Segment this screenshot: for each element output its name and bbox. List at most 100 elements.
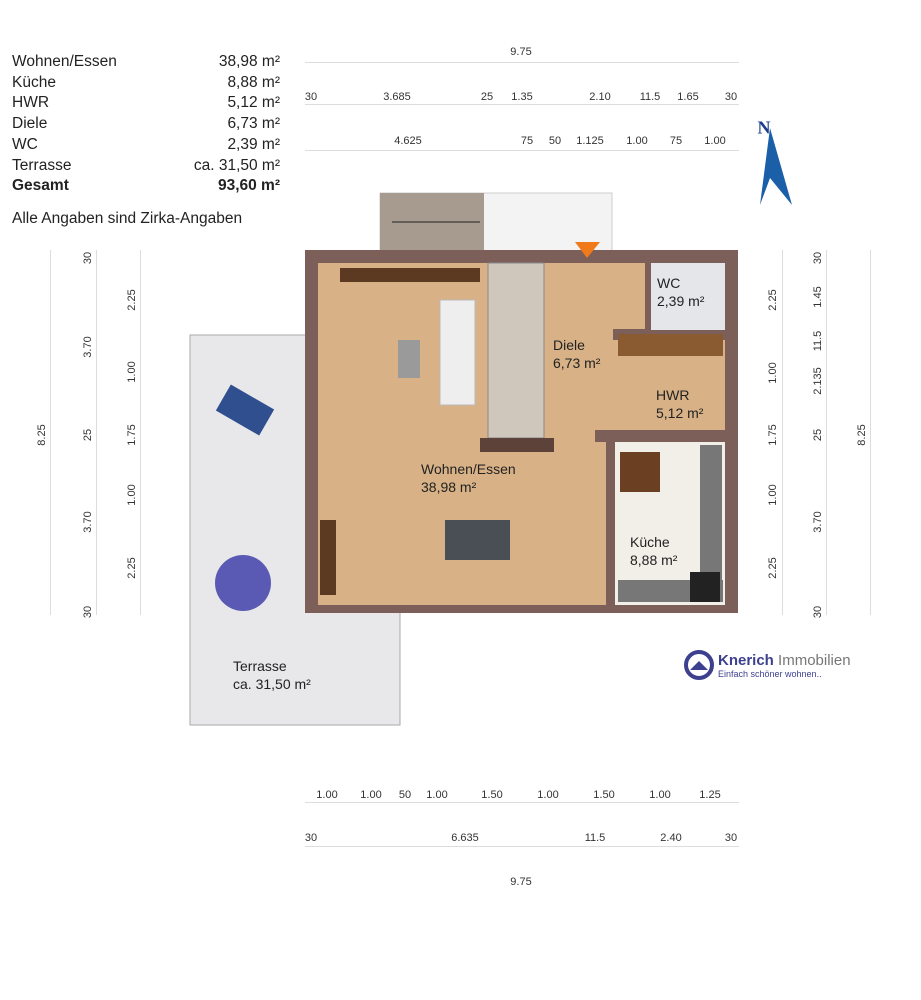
room-label-wohnen: Wohnen/Essen 38,98 m² [421,460,516,496]
room-area: ca. 31,50 m² [233,676,311,692]
disclaimer-note: Alle Angaben sind Zirka-Angaben [12,210,243,227]
area-row: Terrasse ca. 31,50 m² [12,156,280,177]
dim-label: 9.75 [510,46,532,58]
dim-label: 1.65 [677,91,699,103]
dim-label: 30 [304,832,318,844]
dim-line [782,250,783,615]
area-value: 2,39 m² [227,135,280,153]
dim-label: 1.50 [481,789,503,801]
room-label-terrasse: Terrasse ca. 31,50 m² [233,657,311,693]
area-name: Diele [12,115,48,133]
area-value: 38,98 m² [218,53,280,70]
room-label-hwr: HWR 5,12 m² [656,386,703,422]
sofa [439,299,476,406]
dim-label: 1.35 [511,91,533,103]
room-label-kueche: Küche 8,88 m² [630,533,677,569]
wc-floor [650,263,725,331]
room-area: 2,39 m² [657,293,705,309]
dim-label: 2.10 [589,91,611,103]
area-name: Terrasse [12,156,72,174]
area-row: Diele 6,73 m² [12,114,280,135]
dim-line [96,250,97,615]
compass-north-label: N [757,117,771,138]
dim-line [870,250,871,615]
coffee-table [398,340,420,378]
room-area: 38,98 m² [421,479,477,495]
room-name: Diele [553,337,585,353]
dim-line [305,802,739,803]
dim-line [305,62,739,63]
room-area: 6,73 m² [553,355,601,371]
kitchen-counter [700,445,722,600]
wall [595,430,725,442]
area-name: WC [12,135,38,153]
logo-suffix: Immobilien [778,651,851,669]
dim-label: 1.00 [360,789,382,801]
total-name: Gesamt [12,177,69,195]
dim-label: 1.25 [699,789,721,801]
dim-label: 4.625 [394,135,422,147]
dim-line [140,250,141,615]
dim-label: 30 [304,91,318,103]
shelf [320,520,336,595]
sunbed [215,384,275,436]
dim-label: 2.40 [660,832,682,844]
dim-label: 30 [724,832,738,844]
dim-label: 1.00 [649,789,671,801]
dim-label: 50 [398,789,412,801]
dim-label: 25 [480,91,494,103]
dim-line [826,250,827,615]
dim-label: 1.00 [426,789,448,801]
area-name: HWR [12,94,50,112]
room-label-wc: WC 2,39 m² [657,274,704,310]
dim-label: 1.00 [704,135,726,147]
room-label-diele: Diele 6,73 m² [553,336,600,372]
dim-label: 75 [669,135,683,147]
dim-line [305,846,739,847]
dim-label: 1.00 [626,135,648,147]
compass-icon [760,128,792,205]
room-area: 8,88 m² [630,552,678,568]
dim-line [305,104,739,105]
room-name: HWR [656,387,690,403]
area-name: Wohnen/Essen [12,53,117,70]
area-value: 8,88 m² [227,73,280,91]
dim-label: 11.5 [584,832,606,844]
room-name: Terrasse [233,658,287,674]
dim-line [305,150,739,151]
dim-label: 30 [724,91,738,103]
dim-label: 1.00 [537,789,559,801]
dim-label: 50 [548,135,562,147]
room-name: Küche [630,534,670,550]
dim-line [50,250,51,615]
room-area: 5,12 m² [656,405,704,421]
kitchen-table [620,452,660,492]
wall [480,438,554,452]
area-value: ca. 31,50 m² [193,156,280,174]
dim-label: 9.75 [510,876,532,888]
wall [645,263,651,330]
dim-label: 11.5 [639,91,661,103]
dim-label: 1.125 [576,135,604,147]
area-value: 6,73 m² [227,115,280,133]
stove [690,572,720,602]
dim-label: 1.00 [316,789,338,801]
dim-label: 1.50 [593,789,615,801]
room-name: WC [657,275,681,291]
terrace-table [215,555,271,611]
dim-label: 75 [520,135,534,147]
sideboard [340,268,480,282]
dim-label: 6.635 [451,832,479,844]
room-name: Wohnen/Essen [421,461,516,477]
company-logo: Knerich Immobilien Einfach schöner wohne… [684,650,851,680]
logo-slogan: Einfach schöner wohnen.. [718,668,822,679]
wall [606,442,615,605]
logo-brand: Knerich [718,651,774,669]
inside-stairs [487,262,545,439]
dim-label: 3.685 [383,91,411,103]
